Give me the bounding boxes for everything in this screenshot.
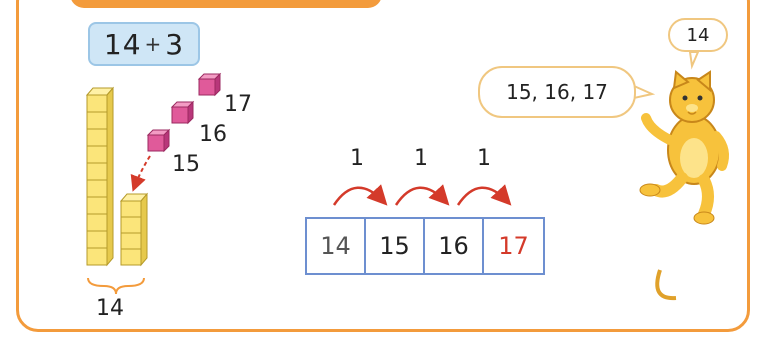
step-label: 1 (477, 146, 491, 171)
step-label: 1 (414, 146, 428, 171)
cube-label-15: 15 (172, 152, 200, 177)
cat-mascot-icon (639, 70, 729, 301)
speech-bubble-large: 15, 16, 17 (478, 66, 636, 118)
jump-arrow-icon (394, 184, 450, 206)
expression-right: 3 (165, 27, 185, 61)
number-cell-highlight: 17 (498, 232, 529, 260)
brace-icon (87, 277, 145, 295)
expression-operator: + (144, 32, 163, 56)
jump-arrow-icon (332, 184, 388, 206)
step-label: 1 (350, 146, 364, 171)
unit-cube-icon (146, 128, 171, 153)
header-tab (70, 0, 382, 8)
number-line: 14 15 16 17 (305, 217, 545, 275)
expression-left: 14 (103, 27, 142, 61)
unit-cube-icon (170, 100, 195, 125)
expression-box: 14 + 3 (88, 22, 200, 66)
unit-rod-icon (119, 192, 149, 267)
number-cell: 14 (307, 219, 366, 273)
jump-arrow-icon (456, 184, 512, 206)
speech-large-text: 15, 16, 17 (506, 80, 608, 104)
speech-small-text: 14 (686, 24, 710, 46)
tens-label: 14 (96, 296, 124, 321)
cube-label-16: 16 (199, 122, 227, 147)
cube-label-17: 17 (224, 92, 252, 117)
base-ten-rod-icon (85, 86, 115, 267)
number-cell: 15 (366, 219, 425, 273)
speech-bubble-small: 14 (668, 18, 728, 52)
number-cell: 16 (425, 219, 484, 273)
unit-cube-icon (197, 72, 222, 97)
dashed-arrow-icon (130, 155, 151, 192)
card-frame (16, 0, 750, 332)
